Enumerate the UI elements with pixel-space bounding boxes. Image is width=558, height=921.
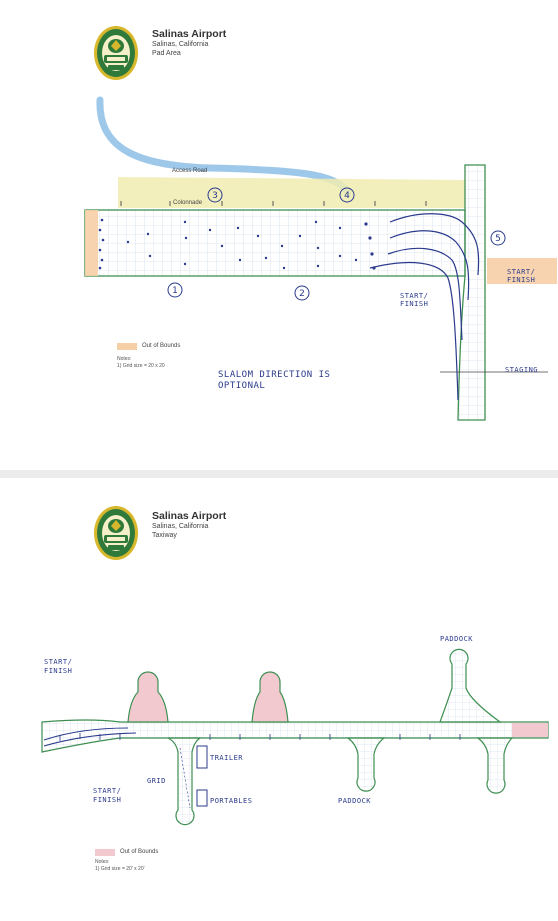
taxiway-map-area: Taxiway: [152, 532, 177, 539]
pad-map-title: Salinas Airport: [152, 28, 227, 40]
pad-area-course-map: 1 2 3 4 5 Access Road Colonnade: [84, 96, 557, 421]
start-finish-right-line2: FINISH: [507, 276, 536, 284]
taxiway-title-block: Salinas Airport Salinas, California Taxi…: [152, 510, 226, 540]
station-4-marker: [339, 187, 355, 203]
pad-map-area: Pad Area: [152, 50, 181, 57]
colonnade-label: Colonnade: [173, 200, 203, 206]
portables-box: [196, 789, 208, 807]
page-separator: [0, 470, 558, 478]
pad-notes-heading: Notes:: [117, 356, 132, 362]
taxiway-right-out-of-bounds: [512, 723, 548, 737]
station-5-label: 5: [495, 234, 501, 244]
slalom-direction-note: SLALOM DIRECTION IS OPTIONAL: [218, 370, 330, 392]
portables-label: PORTABLES: [210, 797, 253, 805]
station-3-marker: [207, 187, 223, 203]
pad-legend-swatch: [117, 343, 137, 350]
station-3-label: 3: [212, 191, 218, 201]
access-road-label: Access Road: [172, 168, 207, 174]
pink-bump-2: [251, 671, 289, 723]
start-finish-mid-line1: START/: [400, 292, 429, 300]
station-1-marker: [167, 282, 183, 298]
trailer-box: [196, 745, 208, 769]
taxiway-map-title: Salinas Airport: [152, 510, 227, 522]
start-finish-mid-line2: FINISH: [400, 300, 429, 308]
pad-notes: Notes: 1) Grid size = 20 x 20: [117, 356, 165, 370]
station-4-label: 4: [344, 191, 350, 201]
start-finish-right-line1: START/: [507, 268, 536, 276]
start-finish-right-label: START/ FINISH: [507, 268, 535, 284]
taxiway-legend-swatch: [95, 849, 115, 856]
start-finish-bottom-line1: START/: [93, 787, 122, 795]
grid-stub: [167, 737, 202, 826]
slalom-note-line1: SLALOM DIRECTION IS: [218, 370, 331, 380]
grid-label: GRID: [147, 777, 166, 785]
pad-main-area: [84, 209, 466, 277]
pad-legend-label: Out of Bounds: [142, 343, 181, 349]
taxiway-course-map: [41, 648, 549, 826]
top-paddock: [439, 648, 502, 723]
station-2-marker: [294, 285, 310, 301]
pad-vertical-strip: [457, 164, 486, 421]
pad-notes-line: 1) Grid size = 20 x 20: [117, 363, 165, 369]
start-finish-top-line2: FINISH: [44, 667, 73, 675]
colonnade-area: [118, 177, 465, 208]
pad-title-block: Salinas Airport Salinas, California Pad …: [152, 28, 226, 58]
pad-map-city: Salinas, California: [152, 41, 209, 48]
taxiway-main: [41, 719, 549, 753]
pad-out-of-bounds-strip: [85, 210, 98, 276]
start-finish-top-line1: START/: [44, 658, 73, 666]
pink-bump-1: [127, 671, 169, 723]
taxiway-sheet: Salinas Airport Salinas, California Taxi…: [0, 478, 558, 921]
taxiway-notes-heading: Notes:: [95, 859, 110, 865]
taxiway-start-finish-top: START/ FINISH: [44, 658, 72, 676]
taxiway-notes-line: 1) Grid size = 20' x 20': [95, 866, 145, 872]
trailer-label: TRAILER: [210, 754, 244, 762]
pad-right-out-of-bounds: [487, 258, 557, 284]
station-5-marker: [490, 230, 506, 246]
station-2-label: 2: [299, 289, 305, 299]
taxiway-legend-label: Out of Bounds: [120, 849, 159, 855]
pad-area-sheet: Salinas Airport Salinas, California Pad …: [0, 0, 558, 470]
staging-label: STAGING: [505, 366, 539, 374]
paddock-bottom-label: PADDOCK: [338, 797, 372, 805]
bottom-paddock-left: [346, 737, 386, 792]
taxiway-start-finish-bottom: START/ FINISH: [93, 787, 121, 805]
lotus-club-logo-icon: [94, 506, 138, 560]
start-chute-lines: [369, 213, 480, 401]
slalom-note-line2: OPTIONAL: [218, 381, 266, 391]
station-1-label: 1: [172, 286, 178, 296]
start-finish-mid-label: START/ FINISH: [400, 292, 428, 308]
start-finish-bottom-line2: FINISH: [93, 796, 122, 804]
taxiway-notes: Notes: 1) Grid size = 20' x 20': [95, 859, 145, 873]
taxiway-map-city: Salinas, California: [152, 523, 209, 530]
taxiway-start-lines: [43, 727, 137, 747]
paddock-top-label: PADDOCK: [440, 635, 474, 643]
lotus-club-logo-icon: [94, 26, 138, 80]
bottom-paddock-right: [476, 737, 514, 794]
